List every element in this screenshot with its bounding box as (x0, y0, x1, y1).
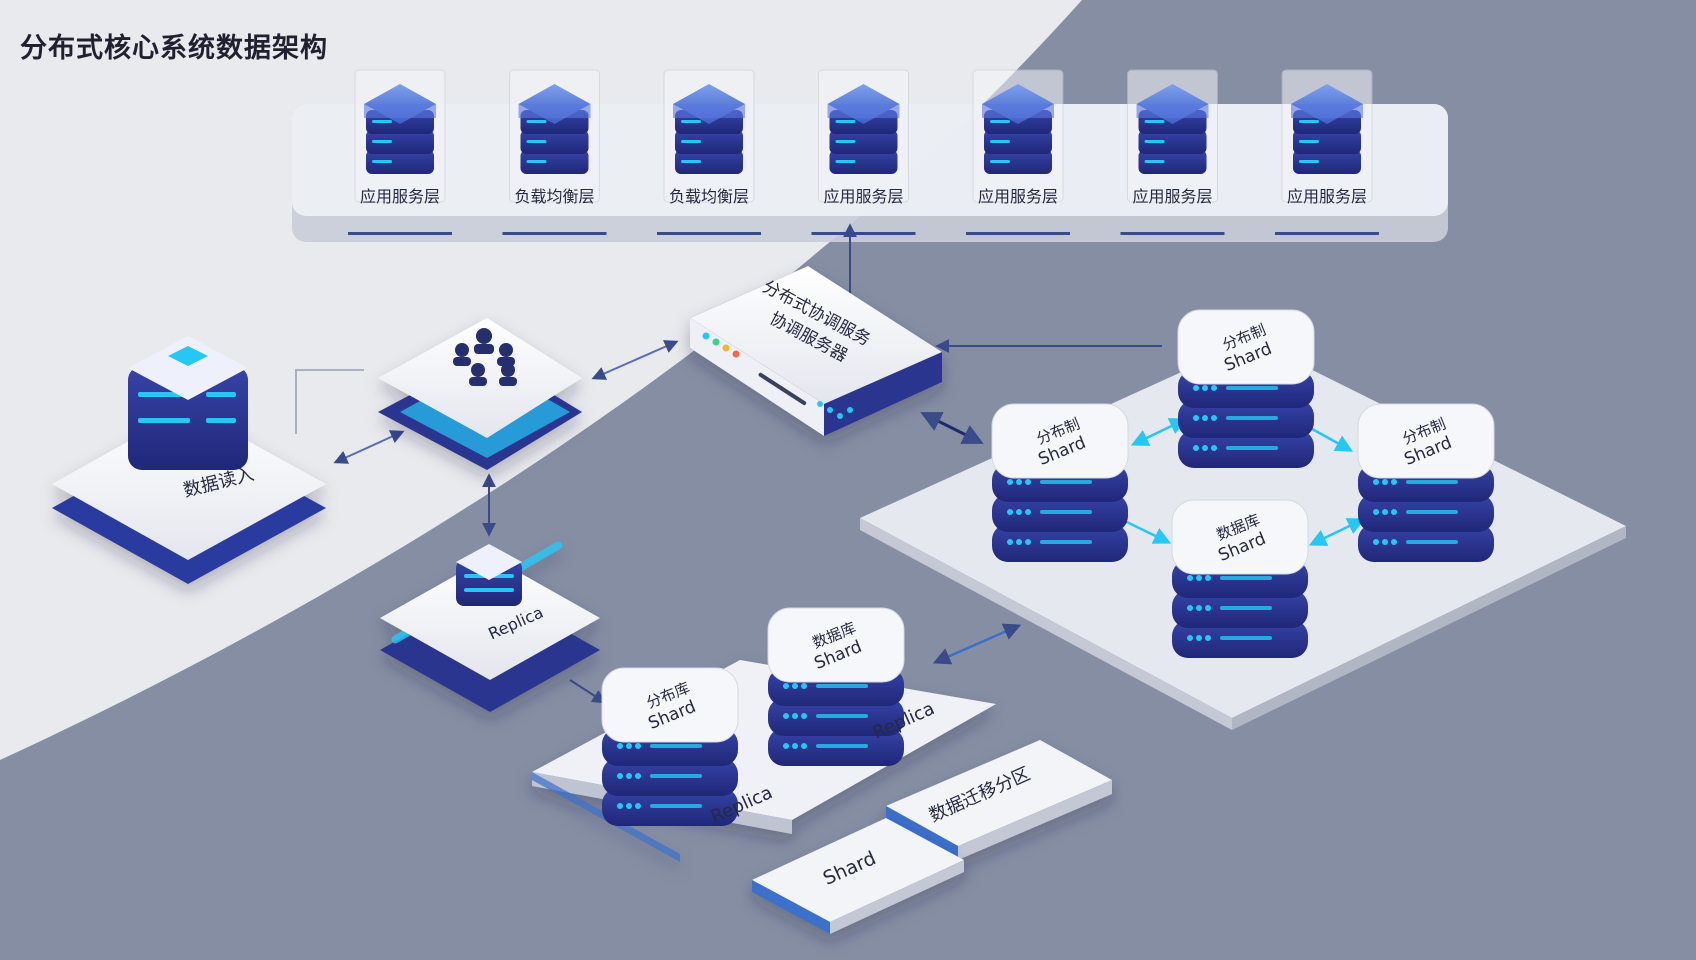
connectors (295, 223, 1162, 704)
top-server-label: 负载均衡层 (514, 187, 594, 206)
users-icon (453, 328, 517, 386)
left-ingest-server (128, 336, 248, 470)
top-server-label: 应用服务层 (1132, 187, 1212, 206)
top-server-7: 应用服务层 (1275, 69, 1379, 235)
shard-tile (752, 818, 964, 934)
top-server-2: 负载均衡层 (502, 69, 607, 235)
top-server-label: 应用服务层 (823, 187, 903, 206)
coordinator-server (690, 266, 942, 436)
coordinator-cluster-arrow (920, 412, 984, 444)
top-server-3: 负载均衡层 (657, 69, 761, 235)
top-server-4: 应用服务层 (811, 69, 916, 235)
gateway-coordinator-arrow (591, 340, 679, 380)
top-server-6: 应用服务层 (1120, 69, 1225, 235)
top-server-label: 负载均衡层 (669, 187, 749, 206)
top-server-label: 应用服务层 (978, 187, 1058, 206)
left-ingest-node (52, 408, 326, 584)
top-tier-servers: 应用服务层 负载均衡层 负载均衡层 应用服务层 应用服务层 应用服务层 应用服务层 (348, 69, 1379, 235)
replica-to-lower-arrow (569, 679, 607, 704)
replica-mini-stack (456, 544, 522, 606)
top-server-label: 应用服务层 (360, 187, 440, 206)
top-server-label: 应用服务层 (1287, 187, 1367, 206)
lower-to-cluster-arrow (932, 623, 1022, 665)
migrate-tile (886, 740, 1112, 860)
left-gateway-arrow (333, 430, 405, 464)
glowing-cube-icon (168, 346, 208, 366)
left-bracket-line (295, 369, 364, 434)
page-title: 分布式核心系统数据架构 (20, 33, 328, 64)
top-server-5: 应用服务层 (966, 69, 1070, 235)
top-server-1: 应用服务层 (348, 69, 452, 235)
